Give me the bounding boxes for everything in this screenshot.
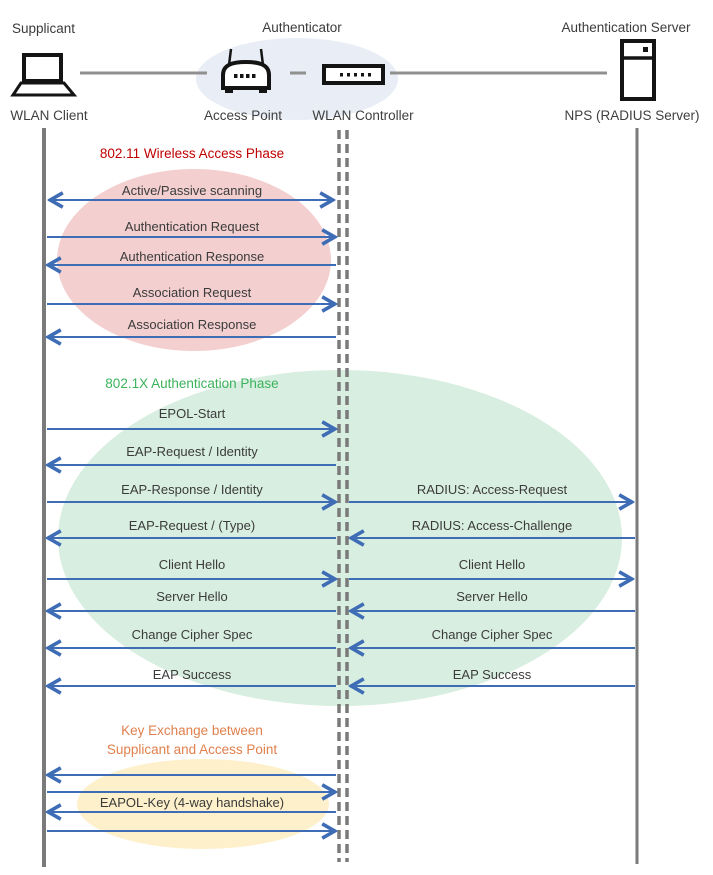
message-label: Active/Passive scanning (121, 183, 263, 198)
device-label-wlan-client: WLAN Client (10, 108, 88, 123)
actor-role-authenticator: Authenticator (262, 20, 342, 35)
message-label: Association Response (127, 317, 257, 332)
message-label: EAP-Request / (Type) (128, 518, 256, 533)
phase3-ellipse (77, 759, 329, 849)
phase1-title: 802.11 Wireless Access Phase (99, 146, 285, 161)
client-controller-arrows (47, 200, 336, 831)
phase2-title: 802.1X Authentication Phase (105, 376, 279, 391)
phase3-title-line2: Supplicant and Access Point (106, 742, 278, 757)
message-label: Client Hello (458, 557, 526, 572)
message-label: Association Request (132, 285, 252, 300)
wlan-controller-icon (322, 64, 385, 85)
message-label: Authentication Response (119, 249, 265, 264)
message-label: EAP Success (452, 667, 532, 682)
actor-role-auth-server: Authentication Server (561, 20, 691, 35)
access-point-icon (221, 48, 271, 93)
message-label: EPOL-Start (158, 406, 226, 421)
message-label: EAP Success (152, 667, 232, 682)
message-label: Change Cipher Spec (431, 627, 553, 642)
controller-server-arrows (349, 502, 635, 686)
message-label: Change Cipher Spec (131, 627, 253, 642)
message-label: RADIUS: Access-Challenge (411, 518, 573, 533)
message-label: EAP-Request / Identity (126, 444, 258, 459)
server-icon (620, 39, 656, 101)
device-label-wlan-controller: WLAN Controller (312, 108, 414, 123)
message-label: EAPOL-Key (4-way handshake) (99, 795, 285, 810)
authenticator-highlight-ellipse (196, 38, 398, 120)
phase3-title-line1: Key Exchange between (121, 723, 263, 738)
device-label-access-point: Access Point (203, 108, 283, 123)
message-label: Client Hello (158, 557, 226, 572)
laptop-icon (10, 53, 78, 97)
message-label: EAP-Response / Identity (121, 482, 263, 497)
message-label: Authentication Request (124, 219, 260, 234)
authenticator-lifeline (337, 130, 349, 862)
message-label: RADIUS: Access-Request (416, 482, 568, 497)
device-label-nps: NPS (RADIUS Server) (564, 108, 700, 123)
phase3-title: Key Exchange between Supplicant and Acce… (46, 721, 338, 759)
actor-role-supplicant: Supplicant (12, 21, 76, 36)
message-label: Server Hello (156, 589, 228, 604)
phase1-ellipse (57, 169, 331, 351)
message-label: Server Hello (456, 589, 528, 604)
